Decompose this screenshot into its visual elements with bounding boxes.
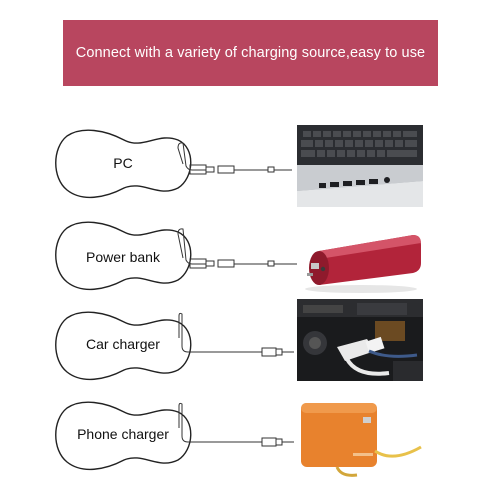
phone-charger-photo [297, 397, 423, 479]
laptop-ports-photo [297, 125, 423, 207]
row-phone-charger: Phone charger [0, 390, 500, 482]
source-label-car-charger: Car charger [86, 336, 160, 352]
source-label-phone-charger: Phone charger [77, 426, 169, 442]
source-label-pc: PC [113, 155, 133, 171]
source-label-power-bank: Power bank [86, 249, 160, 265]
cable-car-charger [55, 311, 294, 381]
header-banner: Connect with a variety of charging sourc… [63, 20, 438, 86]
cable-pc [55, 129, 292, 199]
row-car-charger: Car charger [0, 299, 500, 392]
row-pc: PC [0, 118, 500, 210]
banner-title: Connect with a variety of charging sourc… [75, 45, 426, 61]
power-bank-photo [297, 215, 423, 297]
row-power-bank: Power bank [0, 210, 500, 302]
cable-phone-charger [55, 401, 294, 471]
cable-power-bank [55, 221, 298, 291]
car-charger-photo [297, 299, 423, 381]
